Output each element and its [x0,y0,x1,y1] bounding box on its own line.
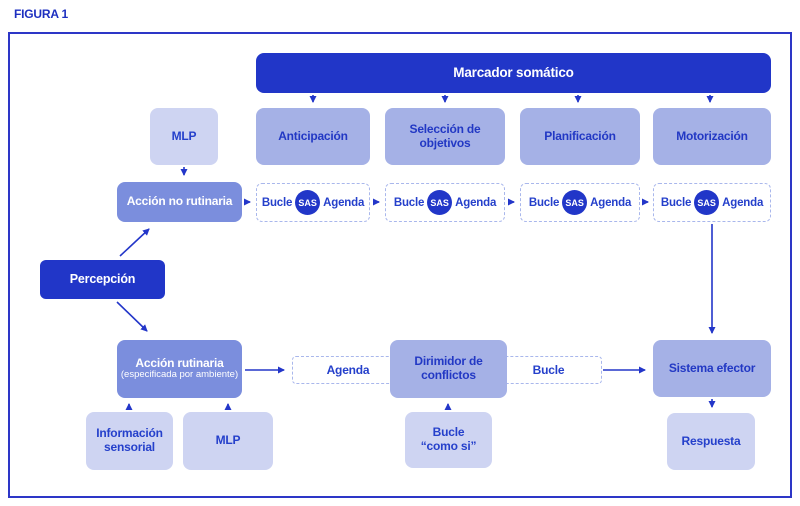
sistema-efector-box: Sistema efector [653,340,771,397]
planificacion-box: Planificación [520,108,640,165]
bucle-como-si-box: Bucle “como si” [405,412,492,468]
sas-badge: SAS [694,190,720,215]
percepcion-box: Percepción [40,260,165,299]
anticipacion-box: Anticipación [256,108,370,165]
sas-badge: SAS [427,190,453,215]
respuesta-box: Respuesta [667,413,755,470]
dirimidor-conflictos-box: Dirimidor de conflictos [390,340,507,398]
accion-rutinaria-sublabel: (especificada por ambiente) [120,369,239,381]
bucle-label: Bucle [528,196,560,209]
accion-no-rutinaria-box: Acción no rutinaria [117,182,242,222]
figure-title: FIGURA 1 [14,7,68,21]
mlp-top-box: MLP [150,108,218,165]
bucle-label: Bucle [660,196,692,209]
seleccion-objetivos-box: Selección de objetivos [385,108,505,165]
informacion-sensorial-box: Información sensorial [86,412,173,470]
agenda-label: Agenda [323,196,365,209]
bucle-label: Bucle [393,196,425,209]
agenda-label: Agenda [722,196,764,209]
agenda-channel-label: Agenda [326,363,370,377]
accion-rutinaria-label: Acción rutinaria [135,355,224,370]
sas-badge: SAS [295,190,321,215]
accion-rutinaria-box: Acción rutinaria (especificada por ambie… [117,340,242,398]
marcador-somatico-box: Marcador somático [256,53,771,93]
agenda-label: Agenda [455,196,497,209]
bucle-sas-agenda-box-4: Bucle SAS Agenda [653,183,771,222]
sas-badge: SAS [562,190,588,215]
motorizacion-box: Motorización [653,108,771,165]
agenda-label: Agenda [590,196,632,209]
bucle-sas-agenda-box-1: Bucle SAS Agenda [256,183,370,222]
mlp-bottom-box: MLP [183,412,273,470]
bucle-channel-label: Bucle [532,363,565,377]
bucle-sas-agenda-box-3: Bucle SAS Agenda [520,183,640,222]
bucle-sas-agenda-box-2: Bucle SAS Agenda [385,183,505,222]
bucle-label: Bucle [261,196,293,209]
